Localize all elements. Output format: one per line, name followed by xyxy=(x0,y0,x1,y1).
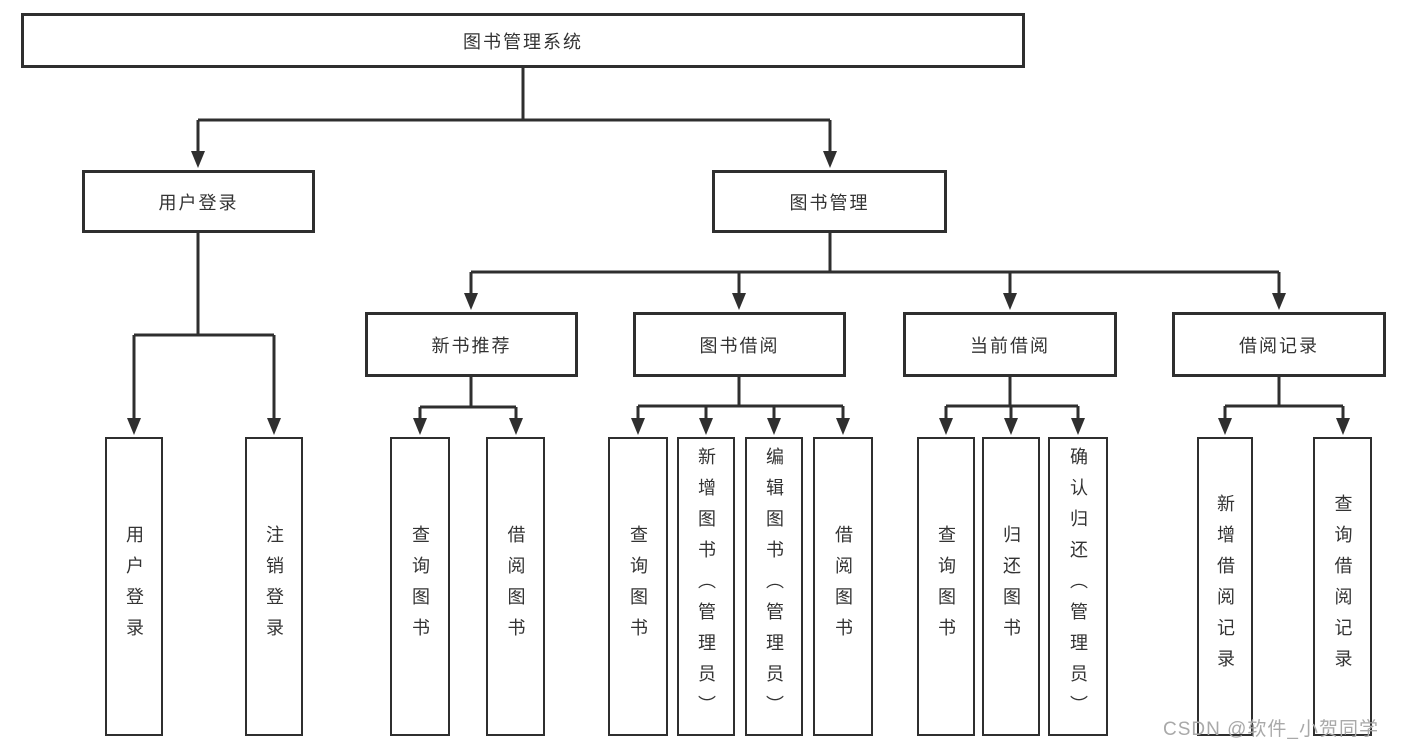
leaf-bor-edit-books-admin-label: 编辑图书（管理员） xyxy=(764,447,784,726)
leaf-cur-return-books: 归还图书 xyxy=(982,437,1040,736)
node-book-mgmt-label: 图书管理 xyxy=(789,192,870,213)
leaf-user-login-label: 用户登录 xyxy=(124,524,144,649)
leaf-rcd-query-record-label: 查询借阅记录 xyxy=(1332,493,1353,680)
node-borrow-records: 借阅记录 xyxy=(1172,312,1386,377)
node-root: 图书管理系统 xyxy=(21,13,1025,68)
leaf-cur-query-books: 查询图书 xyxy=(917,437,975,736)
leaf-bor-add-books-admin: 新增图书（管理员） xyxy=(677,437,735,736)
leaf-user-login: 用户登录 xyxy=(105,437,163,736)
node-new-book-rec: 新书推荐 xyxy=(365,312,578,377)
node-current-borrow-label: 当前借阅 xyxy=(970,335,1050,356)
node-root-label: 图书管理系统 xyxy=(463,31,583,52)
leaf-logout-label: 注销登录 xyxy=(264,524,284,649)
leaf-cur-confirm-return-admin-label: 确认归还（管理员） xyxy=(1068,447,1088,726)
leaf-cur-confirm-return-admin: 确认归还（管理员） xyxy=(1048,437,1108,736)
leaf-bor-query-books: 查询图书 xyxy=(608,437,668,736)
leaf-rec-query-books-label: 查询图书 xyxy=(410,524,430,649)
leaf-rcd-add-record: 新增借阅记录 xyxy=(1197,437,1253,736)
node-book-mgmt: 图书管理 xyxy=(712,170,947,233)
leaf-bor-edit-books-admin: 编辑图书（管理员） xyxy=(745,437,803,736)
leaf-bor-borrow-books-label: 借阅图书 xyxy=(833,524,853,649)
leaf-bor-add-books-admin-label: 新增图书（管理员） xyxy=(696,447,716,726)
leaf-rec-query-books: 查询图书 xyxy=(390,437,450,736)
leaf-bor-borrow-books: 借阅图书 xyxy=(813,437,873,736)
node-current-borrow: 当前借阅 xyxy=(903,312,1117,377)
leaf-logout: 注销登录 xyxy=(245,437,303,736)
csdn-watermark: CSDN @软件_小贺同学 xyxy=(1163,719,1379,740)
leaf-rcd-query-record: 查询借阅记录 xyxy=(1313,437,1372,736)
leaf-rec-borrow-books: 借阅图书 xyxy=(486,437,545,736)
leaf-rcd-add-record-label: 新增借阅记录 xyxy=(1215,493,1235,680)
node-book-borrow: 图书借阅 xyxy=(633,312,846,377)
node-new-book-rec-label: 新书推荐 xyxy=(431,335,512,356)
leaf-rec-borrow-books-label: 借阅图书 xyxy=(505,524,526,649)
node-book-borrow-label: 图书借阅 xyxy=(699,335,780,356)
leaf-bor-query-books-label: 查询图书 xyxy=(628,524,648,649)
node-borrow-records-label: 借阅记录 xyxy=(1239,335,1319,356)
node-user-login-label: 用户登录 xyxy=(158,192,239,213)
leaf-cur-return-books-label: 归还图书 xyxy=(1001,524,1021,649)
leaf-cur-query-books-label: 查询图书 xyxy=(936,524,956,649)
node-user-login: 用户登录 xyxy=(82,170,315,233)
